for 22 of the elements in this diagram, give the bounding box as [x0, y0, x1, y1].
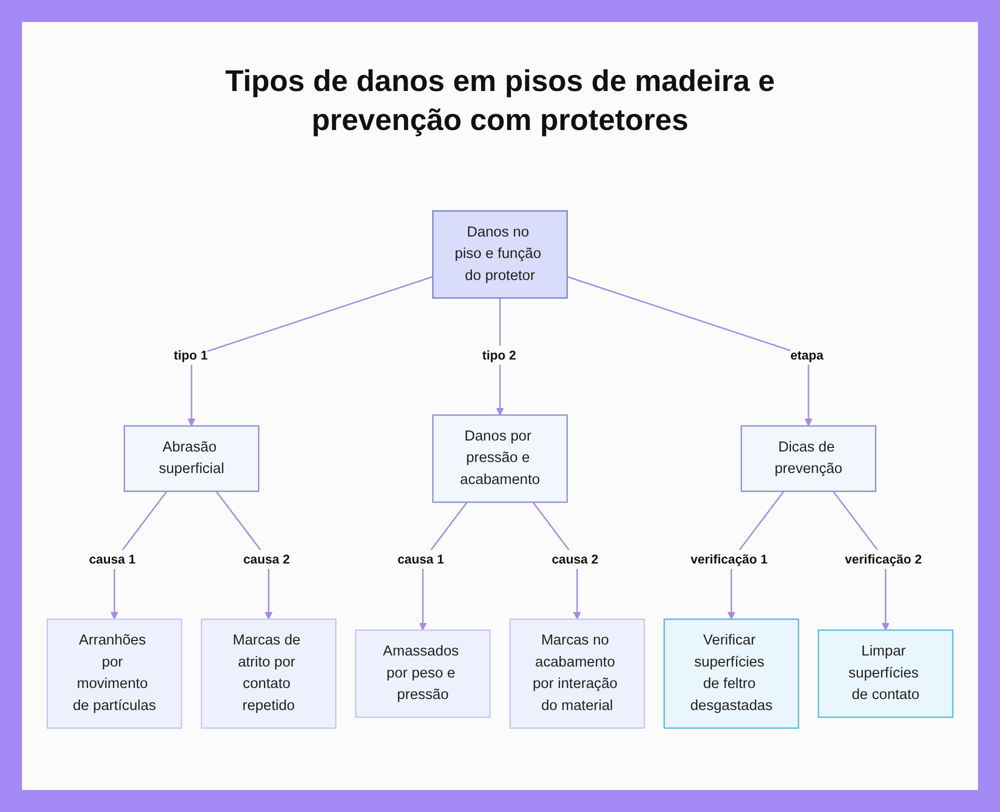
node-box: Limpar superfícies de contato	[818, 629, 954, 718]
node-box: Abrasão superficial	[124, 425, 260, 492]
edge-label: verificação 2	[844, 552, 922, 566]
node-box: Verificar superfícies de feltro desgastadas	[664, 618, 800, 729]
node-box: Amassados por peso e pressão	[355, 629, 491, 718]
node-box: Danos por pressão e acabamento	[432, 414, 568, 503]
edge-label: causa 2	[243, 552, 290, 566]
edge-label: causa 1	[397, 552, 444, 566]
node-box: Dicas de prevenção	[740, 425, 876, 492]
edge-label: tipo 2	[482, 347, 516, 362]
node-box: Danos no piso e função do protetor	[432, 210, 568, 299]
edge-label: etapa	[790, 347, 824, 362]
edge-label: causa 2	[552, 552, 598, 566]
arrow	[188, 276, 434, 426]
edge-label: verificação 1	[690, 552, 768, 566]
edge-label: tipo 1	[174, 347, 208, 362]
node-box: Arranhões por movimento de partículas	[46, 618, 182, 729]
node-box: Marcas no acabamento por interação do material	[509, 618, 645, 729]
edge-label: causa 1	[88, 552, 136, 566]
node-box: Marcas de atrito por contato repetido	[200, 618, 336, 729]
title: Tipos de danos em pisos de madeira e prevenção com protetores	[224, 64, 776, 139]
arrow	[566, 276, 812, 426]
